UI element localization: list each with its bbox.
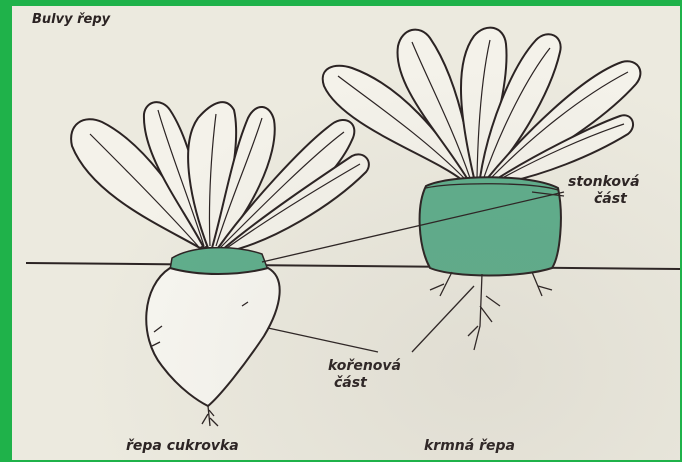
fodder-beet-caption: krmná řepa: [424, 438, 515, 455]
callout-root-right: [412, 286, 474, 352]
diagram-title: Bulvy řepy: [32, 11, 110, 28]
fodder-beet-rootlets: [430, 272, 552, 350]
callout-root-left: [268, 328, 378, 352]
sugar-beet-caption: řepa cukrovka: [126, 438, 239, 455]
root-part-label-line2: část: [328, 375, 401, 392]
sugar-beet-root: [146, 268, 279, 406]
fodder-beet-body: [420, 177, 561, 275]
stem-part-label: stonková část: [568, 174, 640, 208]
stem-part-label-line2: část: [568, 191, 640, 208]
root-part-label: kořenová část: [328, 358, 401, 392]
stem-part-label-line1: stonková: [568, 174, 640, 191]
diagram-frame: Bulvy řepy stonková část kořenová část ř…: [12, 6, 680, 460]
ground-line: [26, 263, 680, 269]
sugar-beet-leaves: [71, 102, 369, 252]
root-part-label-line1: kořenová: [328, 358, 401, 375]
fodder-beet-leaves: [323, 28, 641, 184]
